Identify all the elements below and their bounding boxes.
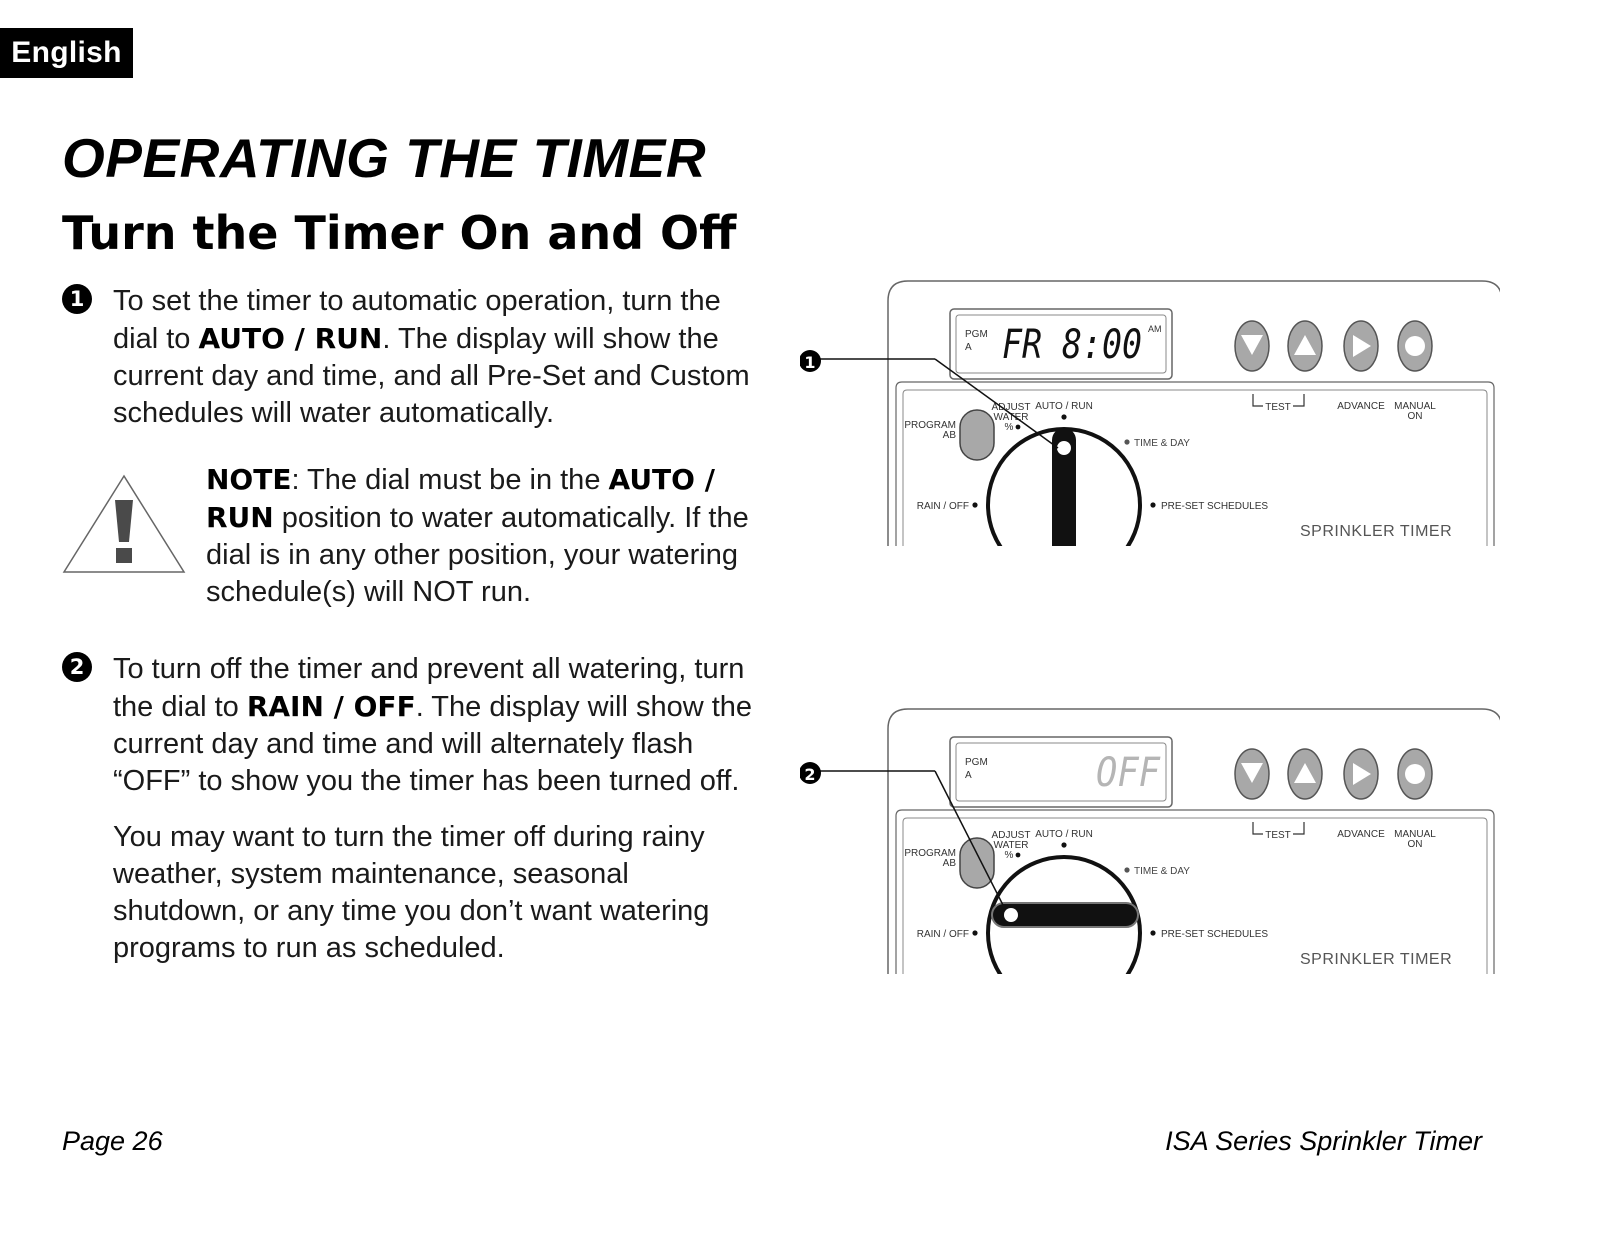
- extra-paragraph: You may want to turn the timer off durin…: [113, 821, 710, 964]
- product-name: ISA Series Sprinkler Timer: [1165, 1126, 1482, 1156]
- manual-on-button: [1397, 748, 1433, 800]
- auto-run-label: AUTO / RUN: [1035, 401, 1093, 412]
- step-1-text: To set the timer to automatic operation,…: [113, 285, 750, 429]
- rain-off-label: RAIN / OFF: [917, 929, 969, 940]
- program-selector-switch: [959, 837, 995, 889]
- display-readout: OFF: [1096, 750, 1161, 796]
- rain-off-label: RAIN / OFF: [917, 501, 969, 512]
- test-label: TEST: [1265, 402, 1291, 413]
- program-label: PROGRAM: [904, 420, 956, 431]
- program-ab-label: AB: [943, 430, 957, 441]
- display-ampm: AM: [1148, 324, 1162, 334]
- preset-schedules-label: PRE-SET SCHEDULES: [1161, 501, 1268, 512]
- figure-2-callout: 2: [804, 765, 815, 784]
- adjust-label: ADJUST: [992, 830, 1031, 841]
- advance-button: [1343, 320, 1379, 372]
- manual-on-button: [1397, 320, 1433, 372]
- display-program-letter: A: [965, 342, 972, 353]
- brand-label: SPRINKLER TIMER: [1300, 951, 1452, 968]
- language-tab: English: [0, 28, 133, 78]
- water-label: WATER: [994, 412, 1029, 423]
- down-button: [1234, 748, 1270, 800]
- page-number: Page 26: [62, 1126, 163, 1156]
- manual-label: MANUAL: [1394, 401, 1436, 412]
- program-selector-switch: [959, 409, 995, 461]
- display-pgm-label: PGM: [965, 329, 988, 340]
- advance-button: [1343, 748, 1379, 800]
- adjust-label: ADJUST: [992, 402, 1031, 413]
- step-2-text: To turn off the timer and prevent all wa…: [113, 653, 753, 797]
- display-readout: FR 8:00: [1002, 322, 1142, 368]
- program-ab-label: AB: [943, 858, 957, 869]
- display-program-letter: A: [965, 770, 972, 781]
- step-1-number: 1: [62, 284, 92, 314]
- test-label: TEST: [1265, 830, 1291, 841]
- preset-schedules-label: PRE-SET SCHEDULES: [1161, 929, 1268, 940]
- warning-triangle-icon: [62, 474, 186, 581]
- dial-pointer: [991, 902, 1139, 928]
- on-label: ON: [1408, 839, 1423, 850]
- step-2-number: 2: [62, 652, 92, 682]
- figure-1-callout: 1: [804, 353, 815, 372]
- timer-figure-rain-off: PGM A OFF PROGRAM AB: [800, 704, 1500, 974]
- advance-label: ADVANCE: [1337, 829, 1385, 840]
- dial-pointer: [1052, 428, 1076, 546]
- program-label: PROGRAM: [904, 848, 956, 859]
- section-subtitle: Turn the Timer On and Off: [62, 206, 737, 260]
- percent-label: %: [1005, 850, 1014, 861]
- down-button: [1234, 320, 1270, 372]
- advance-label: ADVANCE: [1337, 401, 1385, 412]
- percent-label: %: [1005, 422, 1014, 433]
- manual-label: MANUAL: [1394, 829, 1436, 840]
- timer-figure-auto-run: PGM A FR 8:00 AM PROGRAM: [800, 276, 1500, 546]
- water-label: WATER: [994, 840, 1029, 851]
- display-pgm-label: PGM: [965, 757, 988, 768]
- brand-label: SPRINKLER TIMER: [1300, 523, 1452, 540]
- on-label: ON: [1408, 411, 1423, 422]
- auto-run-label: AUTO / RUN: [1035, 829, 1093, 840]
- page-title: OPERATING THE TIMER: [62, 127, 707, 189]
- note-text: NOTE: The dial must be in the AUTO / RUN…: [206, 463, 749, 608]
- up-button: [1287, 748, 1323, 800]
- time-day-label: TIME & DAY: [1134, 866, 1190, 877]
- time-day-label: TIME & DAY: [1134, 438, 1190, 449]
- up-button: [1287, 320, 1323, 372]
